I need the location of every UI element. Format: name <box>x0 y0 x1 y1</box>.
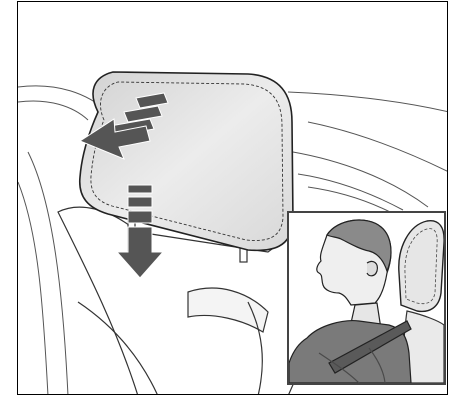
driver-torso <box>289 321 411 383</box>
illustration-frame <box>17 1 448 395</box>
driver-headrest-inset <box>289 213 444 383</box>
driver-head <box>317 220 391 329</box>
inset-correct-position <box>287 211 446 385</box>
